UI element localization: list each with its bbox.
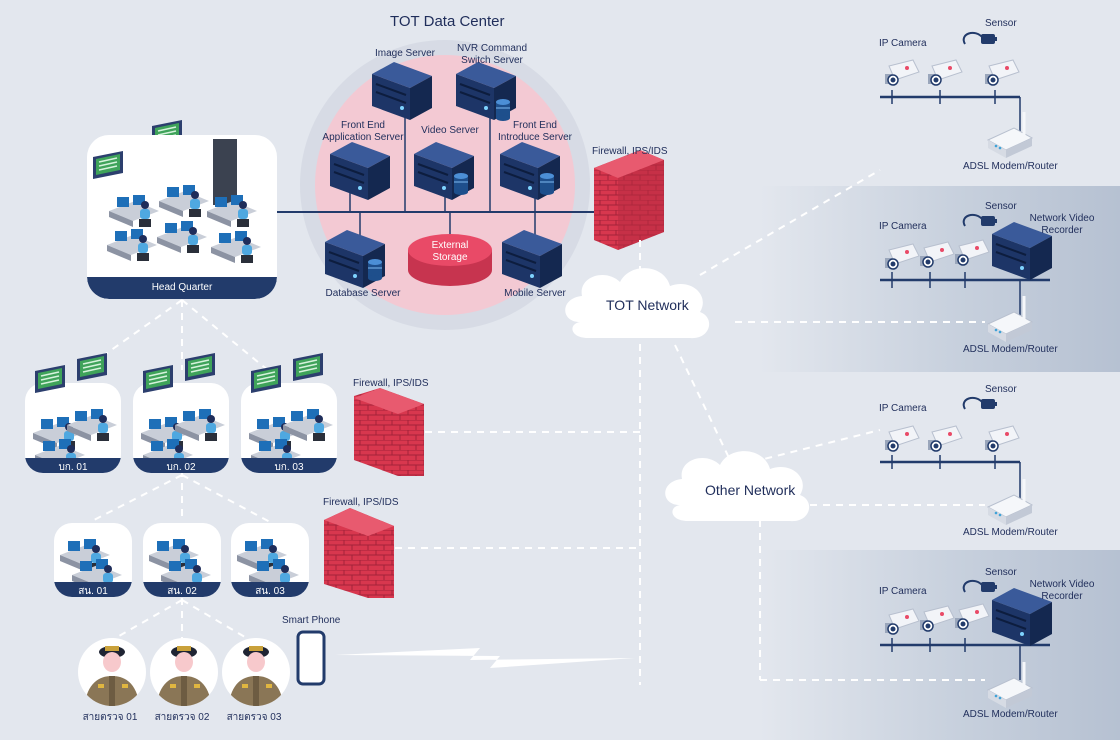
mobile-server-label: Mobile Server [504,288,566,299]
officer-1 [78,638,146,706]
ip-camera-label: IP Camera [879,403,927,414]
station-label: สน. 03 [255,586,285,597]
hq-illustration [92,139,261,263]
front-end-app-label: Front End Application Server [322,120,404,143]
officer-label: สายตรวจ 03 [226,712,282,723]
regional-office-2: บก. 02 [133,383,229,473]
video-server-label: Video Server [421,125,479,136]
station-1: สน. 01 [54,523,132,597]
regional-office-label: บก. 02 [166,462,196,473]
firewall-label: Firewall, IPS/IDS [592,146,668,157]
station-label: สน. 02 [167,586,197,597]
router-label: ADSL Modem/Router [963,527,1058,538]
officer-3 [222,638,290,706]
regional-monitors [34,352,324,394]
station-label: สน. 01 [78,586,108,597]
firewall-label: Firewall, IPS/IDS [323,497,399,508]
other-network-label: Other Network [705,482,796,498]
router-label: ADSL Modem/Router [963,161,1058,172]
station-3: สน. 03 [231,523,309,597]
regional-office-3: บก. 03 [241,383,337,473]
hq-label-bar: Head Quarter [87,277,277,299]
router-label: ADSL Modem/Router [963,344,1058,355]
ip-camera-label: IP Camera [879,221,927,232]
officer-label: สายตรวจ 01 [82,712,138,723]
head-quarter-box: Head Quarter [87,135,277,299]
regional-office-label: บก. 01 [58,462,88,473]
nvr-server-label: NVR Command Switch Server [456,43,528,66]
ip-camera-label: IP Camera [879,38,927,49]
sensor-label: Sensor [985,201,1017,212]
sensor-label: Sensor [985,18,1017,29]
officer-2 [150,638,218,706]
image-server-label: Image Server [374,48,436,59]
external-storage-label: External Storage [431,240,469,263]
officer-label: สายตรวจ 02 [154,712,210,723]
sensor-label: Sensor [985,567,1017,578]
ip-camera-label: IP Camera [879,586,927,597]
nvr-label: Network Video Recorder [1029,213,1095,236]
sensor-label: Sensor [985,384,1017,395]
station-2: สน. 02 [143,523,221,597]
router-label: ADSL Modem/Router [963,709,1058,720]
data-center-title: TOT Data Center [390,13,505,30]
regional-office-label: บก. 03 [274,462,304,473]
tot-network-label: TOT Network [606,297,689,313]
firewall-label: Firewall, IPS/IDS [353,378,429,389]
smart-phone-label: Smart Phone [282,615,341,626]
front-end-intro-label: Front End Introduce Server [498,120,572,143]
nvr-label: Network Video Recorder [1029,579,1095,602]
regional-office-1: บก. 01 [25,383,121,473]
hq-label: Head Quarter [151,282,213,293]
database-server-label: Database Server [325,288,401,299]
